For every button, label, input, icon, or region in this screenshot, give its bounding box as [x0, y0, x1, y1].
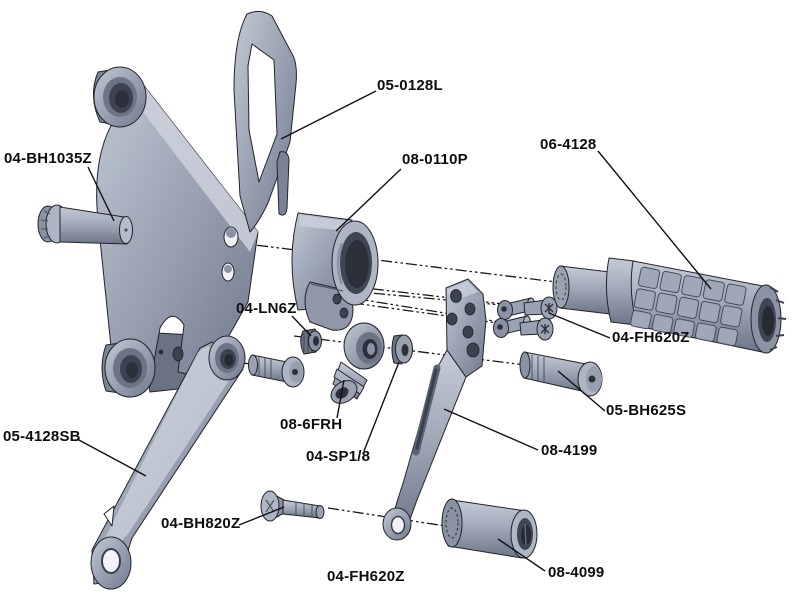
clamp-screw-cluster: [493, 296, 558, 341]
part-label-button-head-bolt: 05-BH625S: [606, 402, 687, 419]
leader-shift-arm: [76, 438, 147, 477]
leader-rod-end: [336, 379, 345, 419]
part-label-footpeg: 06-4128: [540, 136, 597, 153]
part-label-flat-head-screws: 04-FH620Z: [612, 329, 690, 346]
barrel-spacer: [441, 498, 538, 559]
leader-lines: [76, 90, 712, 572]
part-label-spacer: 04-SP1/8: [306, 448, 371, 465]
leader-lock-nut: [291, 315, 312, 337]
part-label-bracket: 05-0128L: [377, 77, 443, 94]
leader-barrel-spacer: [497, 538, 546, 572]
part-label-peg-clamp: 08-0110P: [402, 151, 468, 168]
peg-clamp: [291, 212, 379, 331]
rod-end: [330, 322, 385, 404]
leader-button-head-screw: [238, 506, 285, 526]
leader-spacer: [363, 361, 400, 452]
arm-pivot-screw: [248, 354, 305, 388]
axis-shift-rod: [293, 335, 542, 368]
part-label-button-head-screw: 04-BH820Z: [161, 515, 241, 532]
leader-peg-clamp: [335, 168, 402, 232]
part-label-rod-end: 08-6FRH: [280, 416, 343, 433]
flat-head-screw-lower: [260, 490, 325, 522]
part-label-shift-arm: 05-4128SB: [3, 428, 81, 445]
shift-arm: [90, 335, 246, 590]
lock-nut: [300, 328, 322, 355]
leader-lever: [443, 408, 539, 451]
leader-flat-head-screws: [548, 312, 611, 339]
spacer-washer: [391, 334, 413, 365]
leader-footpeg: [597, 150, 712, 290]
part-label-lever: 08-4199: [541, 442, 598, 459]
leader-button-head-bolt: [557, 370, 606, 412]
axis-lever-bottom: [327, 507, 453, 528]
main-bracket: [93, 10, 297, 398]
part-label-barrel-spacer: 08-4099: [548, 564, 605, 581]
footpeg: [552, 257, 787, 354]
part-label-lock-nut: 04-LN6Z: [236, 300, 297, 317]
shoulder-bolt: [37, 204, 133, 245]
leader-pivot-bolt: [87, 166, 115, 222]
shift-lever: [382, 278, 487, 541]
part-label-pivot-bolt: 04-BH1035Z: [4, 150, 92, 167]
part-label-flat-head-screw-lower: 04-FH620Z: [327, 568, 405, 585]
leader-bracket: [280, 90, 377, 140]
